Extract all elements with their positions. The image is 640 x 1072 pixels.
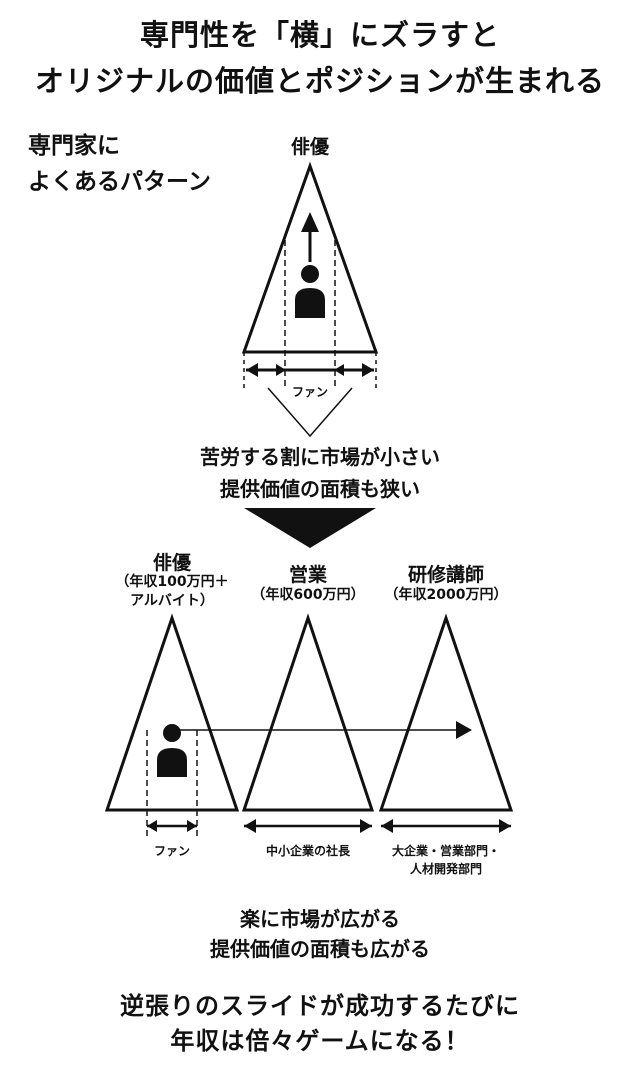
slide-arrow [180, 721, 472, 739]
title-line-2: オリジナルの価値とポジションが生まれる [34, 64, 605, 98]
trainer-triangle [378, 613, 514, 812]
bottom-caption-line-1: 楽に市場が広がる [240, 907, 400, 931]
heading-line-1: 専門家に [28, 133, 120, 159]
person-icon [295, 212, 325, 318]
top-caption-line-1: 苦労する割に市場が小さい [200, 445, 440, 469]
heading-line-2: よくあるパターン [28, 169, 211, 195]
down-triangle-arrow [244, 508, 376, 548]
actor-income-line-2: アルバイト） [130, 593, 214, 609]
fan-range-arrow [147, 820, 197, 832]
trainer-range-line-2: 人材開発部門 [409, 862, 482, 876]
trainer-label: 研修講師 [407, 564, 484, 586]
top-fan-label: ファン [291, 385, 328, 399]
callout-pointer [267, 387, 353, 438]
trainer-range-line-1: 大企業・営業部門・ [391, 844, 500, 858]
sales-triangle [241, 613, 375, 812]
conclusion-line-1: 逆張りのスライドが成功するたびに [120, 992, 520, 1020]
actor-income-line-1: （年収100万円＋ [115, 574, 229, 590]
title-line-1: 専門性を「横」にズラすと [139, 18, 500, 52]
conclusion-line-2: 年収は倍々ゲームになる！ [170, 1027, 470, 1055]
top-range-arrows [246, 363, 374, 377]
trainer-income: （年収2000万円） [384, 587, 508, 603]
bottom-caption-line-2: 提供価値の面積も広がる [210, 937, 430, 961]
sales-range-arrow [244, 819, 372, 833]
sales-range-label: 中小企業の社長 [265, 844, 350, 858]
bottom-fan-dashed-lines [146, 730, 198, 836]
bottom-person-icon [157, 724, 187, 777]
top-triangle-label: 俳優 [290, 136, 329, 158]
top-actor-triangle [241, 161, 379, 354]
trainer-range-arrow [381, 819, 511, 833]
actor-label: 俳優 [152, 552, 191, 574]
actor-triangle [104, 613, 240, 812]
bottom-fan-label: ファン [153, 844, 190, 858]
top-fan-dashed-lines [243, 240, 377, 388]
sales-income: （年収600万円） [251, 587, 365, 603]
top-caption-line-2: 提供価値の面積も狭い [220, 477, 420, 501]
sales-label: 営業 [288, 564, 327, 586]
